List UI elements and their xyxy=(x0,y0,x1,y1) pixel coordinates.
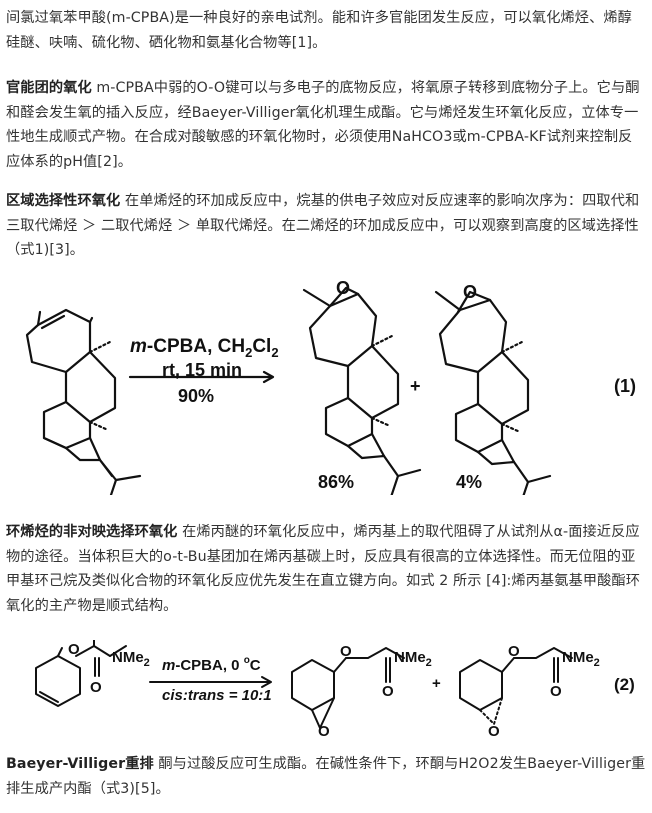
prod-a-nme2: NMe2 xyxy=(394,649,432,669)
prod-a-carbonyl-o: O xyxy=(382,683,394,700)
sm-nme2: NMe2 xyxy=(112,649,150,669)
equation-label-2: (2) xyxy=(614,675,635,694)
product-1-percent: 86% xyxy=(318,472,354,492)
reagent-label: m-CPBA, CH2Cl2 xyxy=(130,336,279,360)
section-heading: 环烯烃的非对映选择环氧化 xyxy=(6,524,178,540)
reaction-scheme-2: O NMe2 O m-CPBA, 0 oC cis:trans = 10:1 O… xyxy=(35,640,635,740)
prod-b-epoxide-o: O xyxy=(488,723,500,740)
epoxide-oxygen-1: O xyxy=(336,280,350,298)
section-heading: Baeyer-Villiger重排 xyxy=(6,756,154,772)
prod-a-oxygen: O xyxy=(340,643,352,660)
ratio-label: cis:trans = 10:1 xyxy=(162,687,272,704)
section-text: 在烯丙醚的环氧化反应中，烯丙基上的取代阻碍了从试剂从α-面接近反应物的途径。当体… xyxy=(6,524,641,614)
section-text: 在单烯烃的环加成反应中，烷基的供电子效应对反应速率的影响次序为：四取代和三取代烯… xyxy=(6,193,640,258)
product-2-percent: 4% xyxy=(456,472,482,492)
equation-label-1: (1) xyxy=(614,376,636,396)
paragraph-diastereoselective-epoxidation: 环烯烃的非对映选择环氧化 在烯丙醚的环氧化反应中，烯丙基上的取代阻碍了从试剂从α… xyxy=(6,520,646,618)
sm-oxygen: O xyxy=(68,641,80,658)
paragraph-intro: 间氯过氧苯甲酸(m-CPBA)是一种良好的亲电试剂。能和许多官能团发生反应，可以… xyxy=(6,6,646,55)
conditions-label: rt, 15 min xyxy=(162,360,242,380)
prod-b-carbonyl-o: O xyxy=(550,683,562,700)
plus-sign: + xyxy=(410,376,421,396)
prod-b-oxygen: O xyxy=(508,643,520,660)
sm-carbonyl-o: O xyxy=(90,679,102,696)
prod-a-epoxide-o: O xyxy=(318,723,330,740)
reagent-label-2: m-CPBA, 0 oC xyxy=(162,655,261,674)
paragraph-regioselective-epoxidation: 区域选择性环氧化 在单烯烃的环加成反应中，烷基的供电子效应对反应速率的影响次序为… xyxy=(6,189,646,263)
section-text: m-CPBA中弱的O-O键可以与多电子的底物反应，将氧原子转移到底物分子上。它与… xyxy=(6,80,640,170)
section-heading: 官能团的氧化 xyxy=(6,80,92,96)
yield-label: 90% xyxy=(178,386,214,406)
plus-sign-2: + xyxy=(432,675,441,692)
paragraph-baeyer-villiger: Baeyer-Villiger重排 酮与过酸反应可生成酯。在碱性条件下，环酮与H… xyxy=(6,752,646,801)
section-text: 酮与过酸反应可生成酯。在碱性条件下，环酮与H2O2发生Baeyer-Villig… xyxy=(6,756,646,797)
section-heading: 区域选择性环氧化 xyxy=(6,193,121,209)
intro-text: 间氯过氧苯甲酸(m-CPBA)是一种良好的亲电试剂。能和许多官能团发生反应，可以… xyxy=(6,10,632,51)
paragraph-functional-group-oxidation: 官能团的氧化 m-CPBA中弱的O-O键可以与多电子的底物反应，将氧原子转移到底… xyxy=(6,76,646,174)
reaction-scheme-1: O O m-CPBA, CH2Cl2 rt, 15 min 90% + 86% … xyxy=(25,280,636,495)
prod-b-nme2: NMe2 xyxy=(562,649,600,669)
epoxide-oxygen-2: O xyxy=(463,282,477,302)
